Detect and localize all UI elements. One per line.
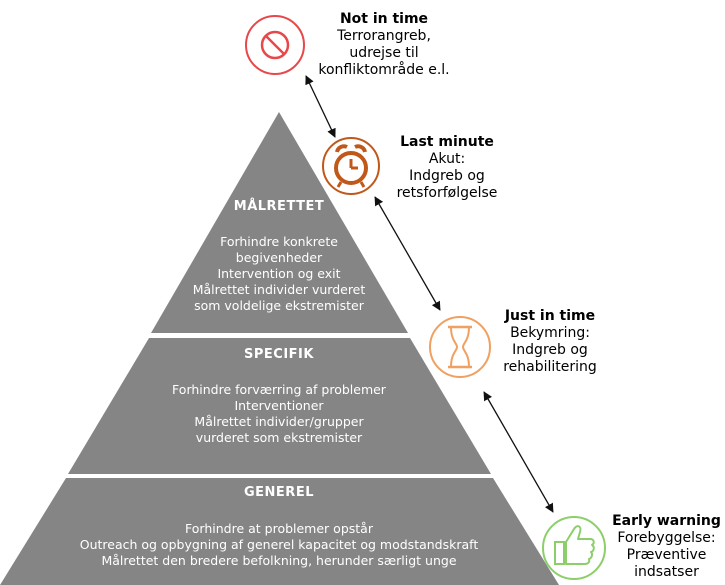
hourglass-icon [429,316,491,378]
caption-line: Terrorangreb, [337,28,431,44]
tier-top-line: Forhindre konkrete [220,234,338,249]
caption-line: indsatser [634,564,699,580]
pyramid-tier-top [151,112,408,333]
tier-middle-text: SPECIFIK Forhindre forværring af problem… [129,347,429,446]
caption-line: retsforfølgelse [396,185,498,201]
caption-line: rehabilitering [503,359,597,375]
tier-top-line: som voldelige ekstremister [194,298,364,313]
tier-top-text: MÅLRETTET Forhindre konkrete begivenhede… [179,199,379,314]
tier-bottom-line: Outreach og opbygning af generel kapacit… [79,537,479,552]
caption-title: Early warning [612,513,721,529]
caption-title: Last minute [400,134,494,150]
tier-middle-line: Interventioner [234,398,324,413]
tier-top-line: Intervention og exit [217,266,341,281]
thumbs-up-icon [542,516,606,580]
tier-top-line: Målrettet individer vurderet [192,282,366,297]
tier-bottom-title: GENEREL [244,485,314,500]
caption-line: Indgreb og [512,342,588,358]
caption-title: Not in time [339,11,429,27]
caption-line: Indgreb og [409,168,485,184]
tier-bottom-text: GENEREL Forhindre at problemer opstår Ou… [29,485,529,569]
caption-line: konfliktområde e.l. [318,62,450,78]
arrow-just-in-time-early-warning [483,391,554,513]
tier-top-title: MÅLRETTET [233,199,325,214]
caption-just-in-time: Just in time Bekymring: Indgreb og rehab… [494,308,606,376]
caption-line: Forebyggelse: [617,530,716,546]
caption-line: Præventive [626,547,707,563]
tier-middle-line: Forhindre forværring af problemer [172,382,386,397]
tier-bottom-line: Målrettet den bredere befolkning, herund… [101,553,457,568]
arrow-not-in-time-last-minute [305,75,336,138]
no-entry-icon [245,15,305,75]
arrow-last-minute-just-in-time [374,196,441,311]
caption-line: Bekymring: [510,325,590,341]
alarm-clock-icon [322,137,380,195]
tier-middle-line: vurderet som ekstremister [195,430,363,445]
tier-bottom-line: Forhindre at problemer opstår [185,521,373,536]
caption-title: Just in time [504,308,596,324]
caption-line: udrejse til [349,45,419,61]
pyramid-tier-middle [68,338,491,474]
pyramid-tier-bottom [0,478,559,585]
caption-line: Akut: [428,151,466,167]
tier-top-line: begivenheder [235,250,323,265]
caption-last-minute: Last minute Akut: Indgreb og retsforfølg… [387,134,507,202]
tier-middle-line: Målrettet individer/grupper [194,414,364,429]
caption-early-warning: Early warning Forebyggelse: Præventive i… [608,513,725,581]
tier-middle-title: SPECIFIK [244,347,314,362]
caption-not-in-time: Not in time Terrorangreb, udrejse til ko… [309,11,459,79]
